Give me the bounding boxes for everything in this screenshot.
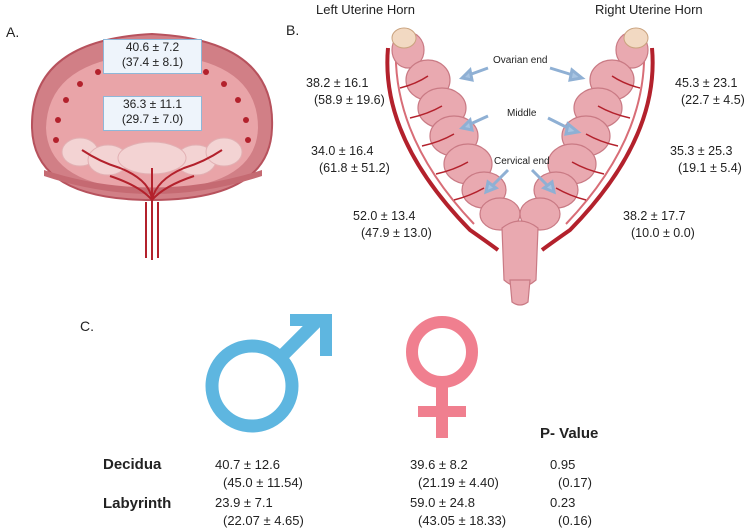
labyrinth-p-mean: 0.23 [550, 495, 576, 510]
left-cervical-mean: 52.0 ± 13.4 [353, 209, 416, 223]
labyrinth-female-value: 59.0 ± 24.8 (43.05 ± 18.33) [410, 494, 506, 530]
upper-value-box: 40.6 ± 7.2 (37.4 ± 8.1) [103, 39, 202, 74]
panel-b-label: B. [286, 22, 300, 38]
lower-value-box: 36.3 ± 11.1 (29.7 ± 7.0) [103, 96, 202, 131]
upper-box-sd: (37.4 ± 8.1) [121, 55, 184, 69]
labyrinth-p-value: 0.23 (0.16) [550, 494, 592, 530]
left-ovarian-sd: (58.9 ± 19.6) [314, 93, 385, 107]
upper-box-mean: 40.6 ± 7.2 [125, 40, 180, 54]
labyrinth-male-mean: 23.9 ± 7.1 [215, 495, 273, 510]
uterus-diagram [385, 27, 655, 306]
labyrinth-male-sd: (22.07 ± 4.65) [223, 513, 304, 528]
labyrinth-male-value: 23.9 ± 7.1 (22.07 ± 4.65) [215, 494, 304, 530]
female-symbol-icon [406, 316, 478, 438]
male-symbol-icon [205, 314, 332, 433]
right-ovarian-sd: (22.7 ± 4.5) [681, 93, 745, 107]
decidua-male-value: 40.7 ± 12.6 (45.0 ± 11.54) [215, 456, 303, 492]
labyrinth-p-sd: (0.16) [558, 513, 592, 528]
decidua-female-sd: (21.19 ± 4.40) [418, 475, 499, 490]
left-ovarian-value: 38.2 ± 16.1 (58.9 ± 19.6) [306, 75, 385, 109]
decidua-female-mean: 39.6 ± 8.2 [410, 457, 468, 472]
left-middle-mean: 34.0 ± 16.4 [311, 144, 374, 158]
panel-a-label: A. [6, 24, 20, 40]
left-middle-sd: (61.8 ± 51.2) [319, 161, 390, 175]
decidua-male-mean: 40.7 ± 12.6 [215, 457, 280, 472]
left-horn-title: Left Uterine Horn [316, 2, 415, 17]
row-label-labyrinth: Labyrinth [103, 495, 172, 512]
right-middle-mean: 35.3 ± 25.3 [670, 144, 733, 158]
right-ovarian-value: 45.3 ± 23.1 (22.7 ± 4.5) [675, 75, 745, 109]
lower-box-mean: 36.3 ± 11.1 [122, 97, 183, 111]
p-value-header: P- Value [540, 425, 599, 442]
panel-c-label: C. [80, 318, 94, 334]
decidua-p-value: 0.95 (0.17) [550, 456, 592, 492]
left-cervical-sd: (47.9 ± 13.0) [361, 226, 432, 240]
right-middle-sd: (19.1 ± 5.4) [678, 161, 742, 175]
callout-cervical-end: Cervical end [494, 156, 550, 167]
right-cervical-sd: (10.0 ± 0.0) [631, 226, 695, 240]
decidua-male-sd: (45.0 ± 11.54) [223, 475, 303, 490]
right-ovarian-mean: 45.3 ± 23.1 [675, 76, 738, 90]
right-cervical-mean: 38.2 ± 17.7 [623, 209, 686, 223]
decidua-p-sd: (0.17) [558, 475, 592, 490]
left-middle-value: 34.0 ± 16.4 (61.8 ± 51.2) [311, 143, 390, 177]
right-middle-value: 35.3 ± 25.3 (19.1 ± 5.4) [670, 143, 742, 177]
decidua-female-value: 39.6 ± 8.2 (21.19 ± 4.40) [410, 456, 499, 492]
left-cervical-value: 52.0 ± 13.4 (47.9 ± 13.0) [353, 208, 432, 242]
right-horn-title: Right Uterine Horn [595, 2, 703, 17]
callout-middle: Middle [507, 108, 537, 119]
callout-ovarian-end: Ovarian end [493, 55, 548, 66]
lower-box-sd: (29.7 ± 7.0) [121, 112, 184, 126]
labyrinth-female-mean: 59.0 ± 24.8 [410, 495, 475, 510]
decidua-p-mean: 0.95 [550, 457, 576, 472]
labyrinth-female-sd: (43.05 ± 18.33) [418, 513, 507, 528]
left-ovarian-mean: 38.2 ± 16.1 [306, 76, 369, 90]
right-cervical-value: 38.2 ± 17.7 (10.0 ± 0.0) [623, 208, 695, 242]
row-label-decidua: Decidua [103, 456, 162, 473]
